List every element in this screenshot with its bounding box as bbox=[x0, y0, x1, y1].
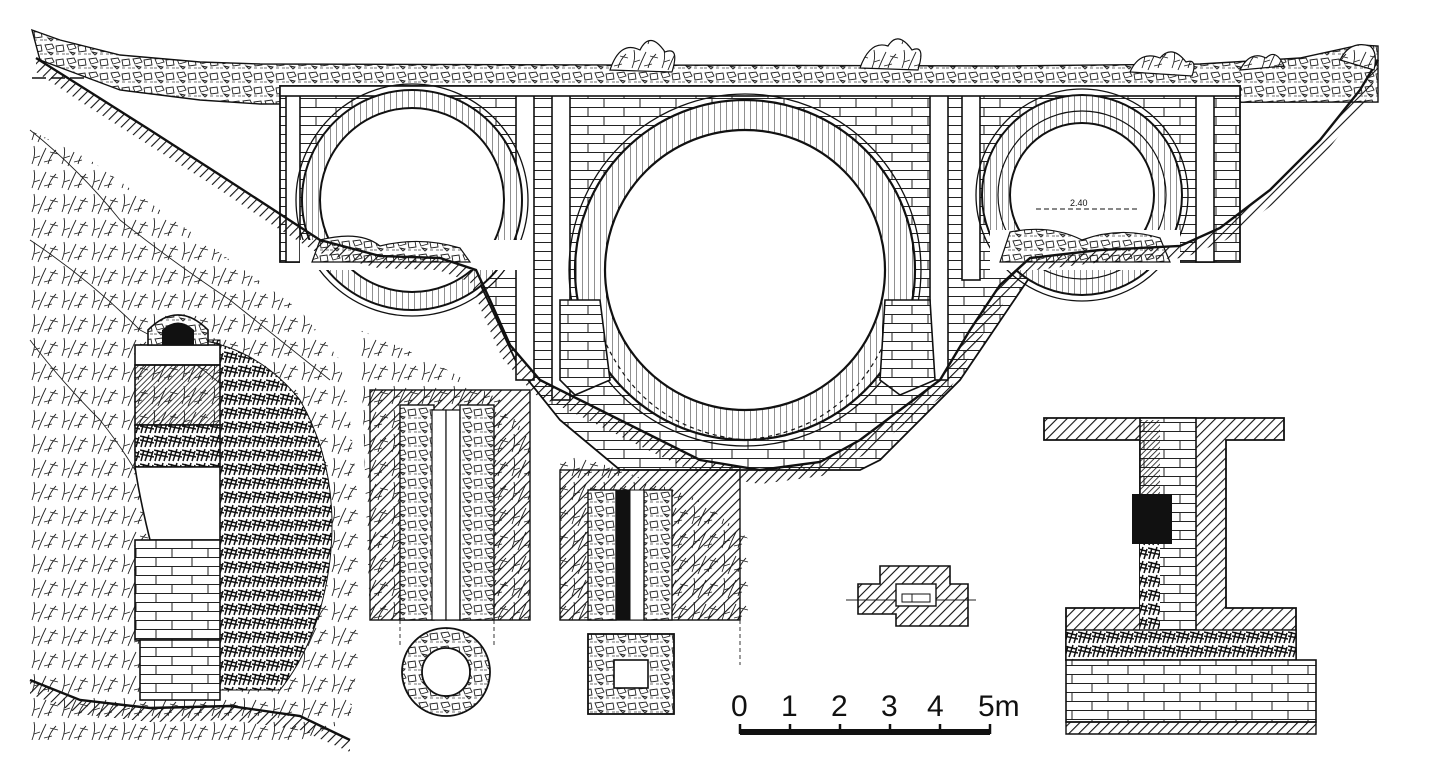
dense-vegetation bbox=[199, 339, 333, 691]
cornice bbox=[279, 85, 1241, 97]
deck-shrubs bbox=[609, 38, 1376, 77]
hillside-section bbox=[29, 129, 360, 752]
channel-section bbox=[846, 565, 976, 627]
span-dimension-label: 2.40 bbox=[1070, 198, 1088, 208]
scale-label-3: 3 bbox=[881, 690, 898, 723]
scale-label-1: 1 bbox=[781, 690, 798, 723]
shaft-section bbox=[559, 450, 750, 715]
channel-void bbox=[1132, 494, 1172, 544]
pipe-section bbox=[360, 330, 531, 717]
scale-label-4: 4 bbox=[927, 690, 944, 723]
scale-bar: 0 1 2 3 4 5m bbox=[731, 690, 1020, 735]
right-arch: 2.40 bbox=[975, 88, 1189, 302]
scale-label-5m: 5m bbox=[978, 690, 1020, 723]
foundation-masonry bbox=[1065, 659, 1317, 723]
bridge-elevation: 2.40 bbox=[30, 28, 1380, 484]
central-arch bbox=[559, 93, 936, 447]
cross-section bbox=[1043, 417, 1317, 735]
scale-label-2: 2 bbox=[831, 690, 848, 723]
pier-tower bbox=[134, 314, 221, 701]
scale-label-0: 0 bbox=[731, 690, 748, 723]
